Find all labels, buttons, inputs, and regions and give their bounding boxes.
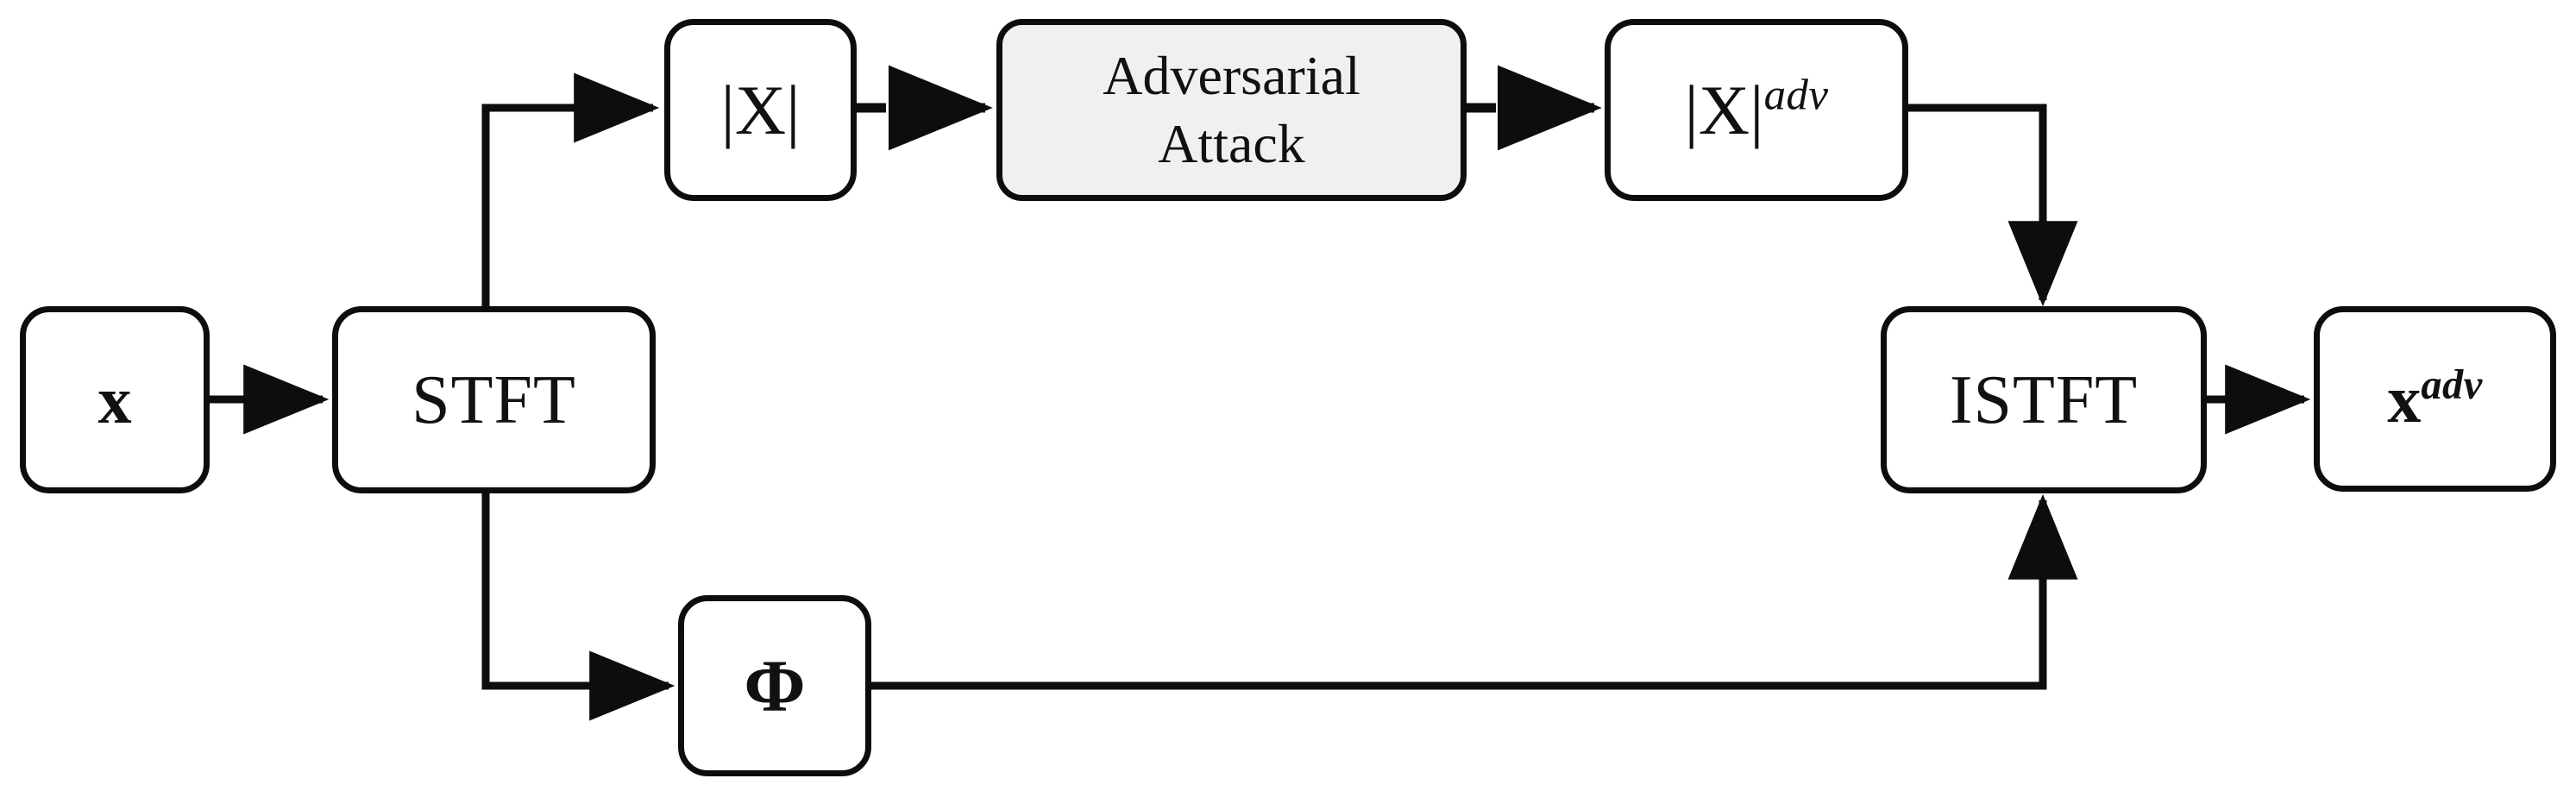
node-adversarial-attack[interactable]: Adversarial Attack (996, 19, 1467, 201)
node-output-superscript: adv (2421, 361, 2483, 408)
node-input-signal[interactable]: x (20, 306, 210, 493)
node-magnitude[interactable]: |X| (664, 19, 857, 201)
node-stft-label: STFT (412, 361, 576, 438)
node-istft-label: ISTFT (1949, 361, 2139, 438)
node-adversarial-attack-label-line2: Attack (1158, 112, 1305, 174)
edge-phi-to-istft (871, 493, 2078, 690)
node-magnitude-label: |X| (720, 70, 801, 149)
node-output-adversarial-signal[interactable]: xadv (2314, 306, 2556, 492)
node-input-signal-label: x (97, 361, 132, 437)
node-adversarial-attack-label-line1: Adversarial (1103, 45, 1360, 107)
node-istft[interactable]: ISTFT (1881, 306, 2207, 493)
node-output-base: x (2387, 361, 2422, 436)
node-magnitude-adversarial-base: |X| (1684, 70, 1764, 149)
node-phase[interactable]: Φ (678, 595, 871, 776)
edge-stft-to-magnitude (481, 72, 660, 307)
node-magnitude-adversarial-superscript: adv (1763, 70, 1829, 119)
edge-magnitude-adv-to-istft (1908, 104, 2078, 307)
node-output-adversarial-signal-label: xadv (2387, 364, 2482, 433)
node-magnitude-adversarial-label: |X|adv (1685, 72, 1829, 146)
node-phase-label: Φ (744, 644, 806, 727)
node-stft[interactable]: STFT (332, 306, 656, 493)
node-magnitude-adversarial[interactable]: |X|adv (1605, 19, 1908, 201)
edge-stft-to-phi (481, 493, 675, 721)
node-adversarial-attack-label: Adversarial Attack (1103, 42, 1360, 177)
